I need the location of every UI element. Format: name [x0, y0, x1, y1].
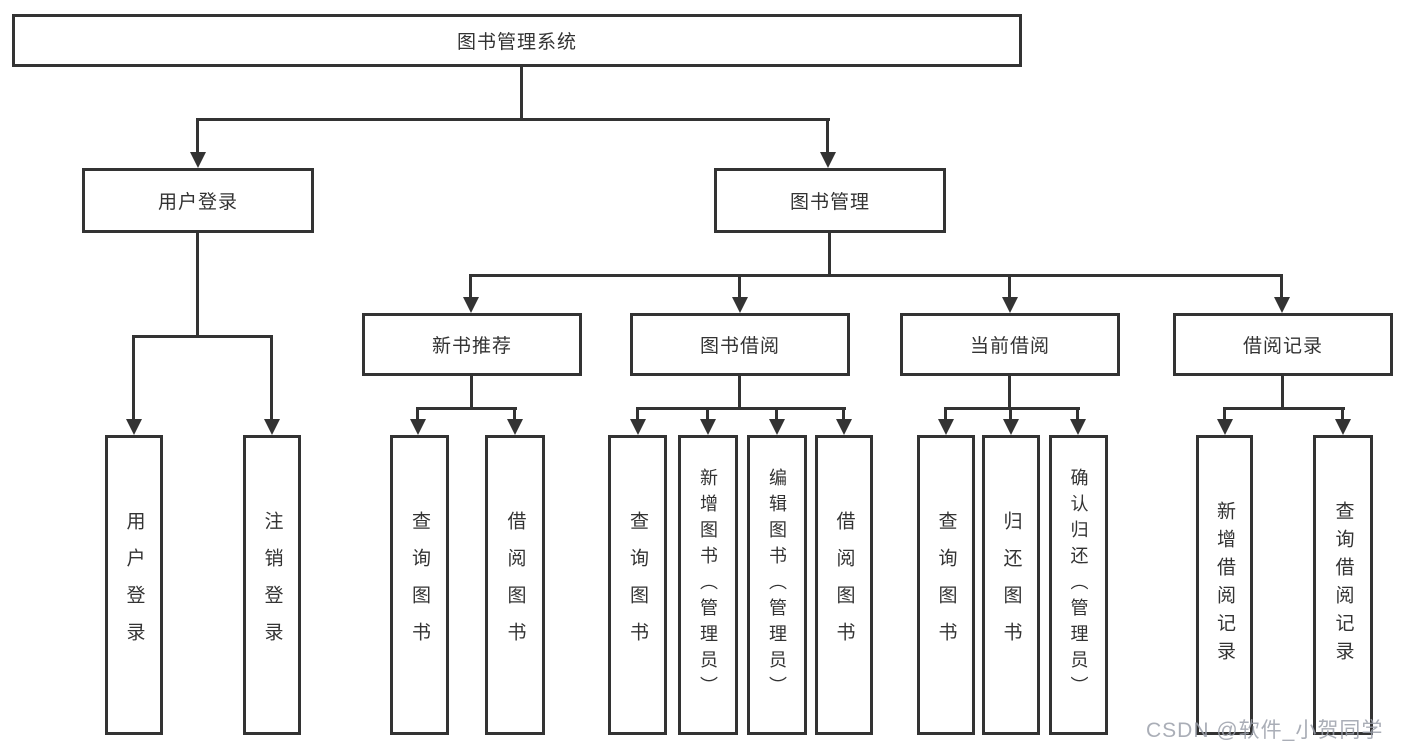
node-leaf-add-borrow-record: 新增借阅记录	[1196, 435, 1253, 735]
connector-line	[1223, 407, 1345, 410]
node-leaf-confirm-return-admin: 确认归还（管理员）	[1049, 435, 1108, 735]
node-leaf-edit-books-admin: 编辑图书（管理员）	[747, 435, 807, 735]
arrow-down-icon	[270, 338, 273, 419]
node-book-management: 图书管理	[714, 168, 946, 233]
node-leaf-query-books-2: 查询图书	[608, 435, 667, 735]
connector-line	[132, 335, 273, 338]
node-leaf-query-books-3: 查询图书	[917, 435, 975, 735]
connector-line	[469, 274, 1283, 277]
connector-line	[416, 407, 517, 410]
connector-line	[196, 233, 199, 338]
arrow-down-icon	[132, 338, 135, 419]
arrow-down-icon	[513, 410, 516, 419]
node-borrow-records: 借阅记录	[1173, 313, 1393, 376]
node-leaf-query-borrow-record: 查询借阅记录	[1313, 435, 1373, 735]
arrow-down-icon	[1076, 410, 1079, 419]
connector-line	[636, 407, 846, 410]
connector-line	[470, 376, 473, 410]
arrow-down-icon	[826, 121, 829, 152]
arrow-down-icon	[1223, 410, 1226, 419]
connector-line	[944, 407, 1080, 410]
node-book-borrow: 图书借阅	[630, 313, 850, 376]
arrow-down-icon	[706, 410, 709, 419]
arrow-down-icon	[1280, 277, 1283, 297]
connector-line	[828, 233, 831, 277]
arrow-down-icon	[944, 410, 947, 419]
arrow-down-icon	[775, 410, 778, 419]
node-leaf-user-login: 用户登录	[105, 435, 163, 735]
arrow-down-icon	[1341, 410, 1344, 419]
node-leaf-add-books-admin: 新增图书（管理员）	[678, 435, 738, 735]
node-user-login: 用户登录	[82, 168, 314, 233]
arrow-down-icon	[416, 410, 419, 419]
connector-line	[520, 67, 523, 121]
arrow-down-icon	[1009, 410, 1012, 419]
connector-line	[196, 118, 830, 121]
arrow-down-icon	[196, 121, 199, 152]
node-new-book-recommend: 新书推荐	[362, 313, 582, 376]
csdn-watermark: CSDN @软件_小贺同学	[1146, 719, 1384, 742]
node-current-borrow: 当前借阅	[900, 313, 1120, 376]
arrow-down-icon	[469, 277, 472, 297]
arrow-down-icon	[1008, 277, 1011, 297]
arrow-down-icon	[842, 410, 845, 419]
connector-line	[738, 376, 741, 410]
node-leaf-query-books-1: 查询图书	[390, 435, 449, 735]
connector-line	[1281, 376, 1284, 410]
node-root: 图书管理系统	[12, 14, 1022, 67]
node-leaf-borrow-books-1: 借阅图书	[485, 435, 545, 735]
node-leaf-logout: 注销登录	[243, 435, 301, 735]
connector-line	[1008, 376, 1011, 410]
node-leaf-borrow-books-2: 借阅图书	[815, 435, 873, 735]
arrow-down-icon	[636, 410, 639, 419]
arrow-down-icon	[738, 277, 741, 297]
node-leaf-return-books: 归还图书	[982, 435, 1040, 735]
